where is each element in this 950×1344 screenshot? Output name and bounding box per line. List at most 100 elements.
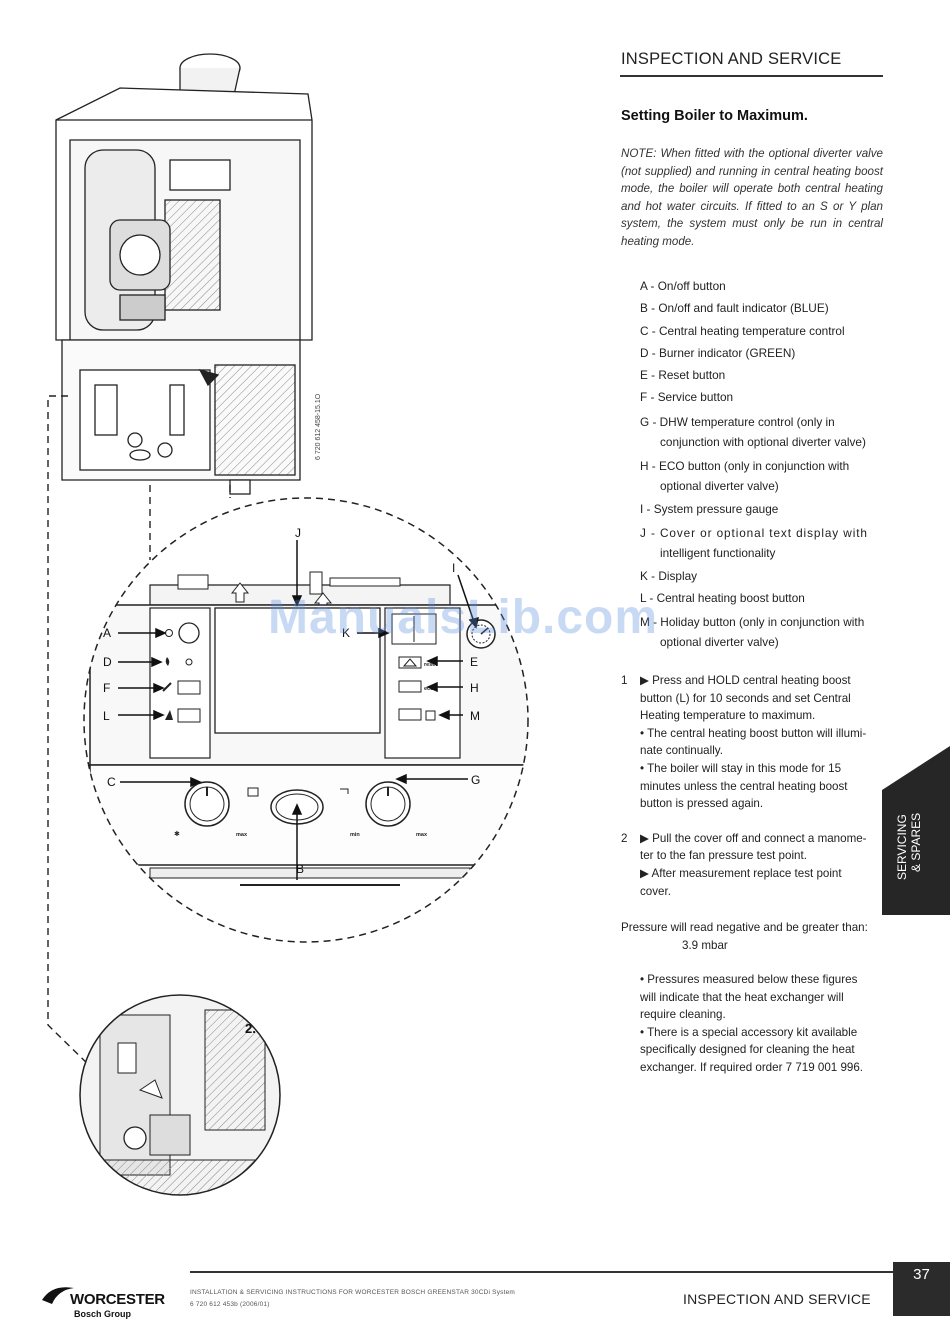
legend-text: F - Service button (640, 390, 734, 405)
note-line: will indicate that the heat exchanger wi… (640, 990, 844, 1004)
legend-item: C - Central heating temperature control (640, 323, 884, 345)
note-line: exchanger. If required order 7 719 001 9… (640, 1060, 864, 1074)
label-e: E (470, 655, 478, 669)
step-2: 2 ▶ Pull the cover off and connect a man… (621, 830, 883, 900)
label-i: I (452, 561, 455, 575)
legend-item: A - On/off button (640, 278, 884, 300)
step-line: • The central heating boost button will … (640, 726, 867, 740)
legend-item: G - DHW temperature control (only in con… (640, 412, 884, 457)
logo-swoosh-icon (42, 1287, 74, 1304)
page-number: 37 (893, 1262, 950, 1316)
legend-text: H - ECO button (only in conjunction with (640, 459, 850, 474)
legend-text: E - Reset button (640, 368, 726, 383)
detail-label: 2. (245, 1021, 256, 1036)
boiler-illustration (55, 53, 313, 495)
max-label-ch: max (236, 832, 248, 838)
side-tab-servicing[interactable]: SERVICING & SPARES (882, 746, 950, 915)
label-a: A (103, 626, 111, 640)
note-text: NOTE: When fitted with the optional dive… (621, 147, 883, 213)
legend-item: F - Service button (640, 389, 884, 411)
note-text-2: If fitted to an S or Y plan system, the … (621, 199, 883, 248)
logo-sub: Bosch Group (74, 1309, 132, 1319)
legend-item: B - On/off and fault indicator (BLUE) (640, 300, 884, 322)
label-c: C (107, 775, 116, 789)
label-k: K (342, 626, 350, 640)
control-panel-magnified: reset eco max max min ✱ (83, 497, 529, 943)
step-line: ▶ After measurement replace test point (640, 866, 842, 880)
legend-text: K - Display (640, 568, 698, 583)
legend-text: M - Holiday button (only in conjunction … (640, 615, 865, 630)
pressure-value: 3.9 mbar (682, 938, 728, 952)
legend-text-cont: optional diverter valve) (660, 635, 779, 650)
eco-label: eco (424, 686, 434, 692)
test-point-detail: 2. (79, 994, 281, 1196)
label-b: B (296, 862, 304, 876)
legend-text-cont: optional diverter valve) (660, 479, 779, 494)
label-d: D (103, 655, 112, 669)
legend-text: L - Central heating boost button (640, 591, 805, 606)
logo-name: WORCESTER (70, 1291, 165, 1308)
figure-code: 6 720 612 458-15.1O (315, 393, 322, 460)
note-line: • Pressures measured below these figures (640, 973, 858, 986)
side-tab-label-1: SERVICING (895, 814, 909, 880)
max-label-dhw: max (416, 832, 428, 838)
label-m: M (470, 709, 480, 723)
section-title: Setting Boiler to Maximum. (621, 108, 808, 124)
watermark: ManualsLib.com (268, 591, 659, 644)
label-j: J (295, 526, 301, 540)
tap-icon (340, 788, 349, 794)
legend-item: I - System pressure gauge (640, 501, 884, 523)
label-h: H (470, 681, 479, 695)
footer-info: INSTALLATION & SERVICING INSTRUCTIONS FO… (190, 1287, 515, 1311)
legend-item: M - Holiday button (only in conjunction … (640, 612, 884, 657)
step-line: • The boiler will stay in this mode for … (640, 761, 842, 775)
footer-info-line: 6 720 612 453b (2006/01) (190, 1301, 270, 1308)
legend-item: L - Central heating boost button (640, 590, 884, 612)
side-tab-label-2: & SPARES (909, 813, 923, 872)
step-line: ▶ Pull the cover off and connect a manom… (640, 831, 867, 845)
label-f: F (103, 681, 110, 695)
page-header-title: INSPECTION AND SERVICE (621, 50, 842, 68)
footer-title: INSPECTION AND SERVICE (683, 1291, 871, 1307)
note-line: require cleaning. (640, 1008, 726, 1022)
legend-item: J - Cover or optional text display with … (640, 523, 884, 568)
legend-text: I - System pressure gauge (640, 501, 779, 516)
min-label-dhw: min (350, 832, 360, 838)
note-line: • There is a special accessory kit avail… (640, 1025, 858, 1039)
callout-arrows (118, 540, 479, 880)
snowflake-icon: ✱ (174, 830, 180, 838)
note-line: specifically designed for cleaning the h… (640, 1043, 855, 1057)
step-line: ▶ Press and HOLD central heating boost (640, 674, 851, 687)
footer-info-line: INSTALLATION & SERVICING INSTRUCTIONS FO… (190, 1289, 516, 1296)
label-g: G (471, 773, 480, 787)
step-line: nate continually. (640, 744, 723, 758)
step-number: 1 (621, 674, 628, 687)
header-rule (620, 75, 883, 77)
note-paragraph: NOTE: When fitted with the optional dive… (621, 145, 883, 250)
boiler-diagram: 6 720 612 458-15.1O (47, 53, 529, 1196)
legend-item: D - Burner indicator (GREEN) (640, 345, 884, 367)
legend-item: E - Reset button (640, 367, 884, 389)
cleaning-notes: • Pressures measured below these figures… (640, 971, 884, 1077)
reset-label: reset (424, 662, 437, 668)
side-tab-shape (882, 746, 950, 915)
step-line: cover. (640, 884, 671, 898)
legend-text-cont: conjunction with optional diverter valve… (660, 434, 866, 449)
step-line: minutes unless the central heating boost (640, 779, 848, 793)
worcester-logo: WORCESTER Bosch Group (42, 1287, 166, 1319)
step-1: 1 ▶ Press and HOLD central heating boost… (621, 672, 883, 813)
legend-text: J - Cover or optional text display with (640, 526, 868, 541)
procedure-steps: 1 ▶ Press and HOLD central heating boost… (621, 672, 883, 917)
step-line: ter to the fan pressure test point. (640, 849, 807, 863)
label-l: L (103, 709, 110, 723)
legend-item: K - Display (640, 568, 884, 590)
legend-text-cont: intelligent functionality (660, 546, 776, 561)
legend-text: C - Central heating temperature control (640, 323, 845, 338)
legend-text: D - Burner indicator (GREEN) (640, 345, 796, 360)
radiator-icon (247, 787, 259, 797)
pressure-paragraph: Pressure will read negative and be great… (621, 919, 883, 954)
component-legend: A - On/off button B - On/off and fault i… (640, 278, 884, 657)
step-line: Heating temperature to maximum. (640, 709, 816, 723)
callout-labels: A B C D E F G H I J K L M (103, 526, 480, 876)
step-line: button is pressed again. (640, 797, 764, 811)
